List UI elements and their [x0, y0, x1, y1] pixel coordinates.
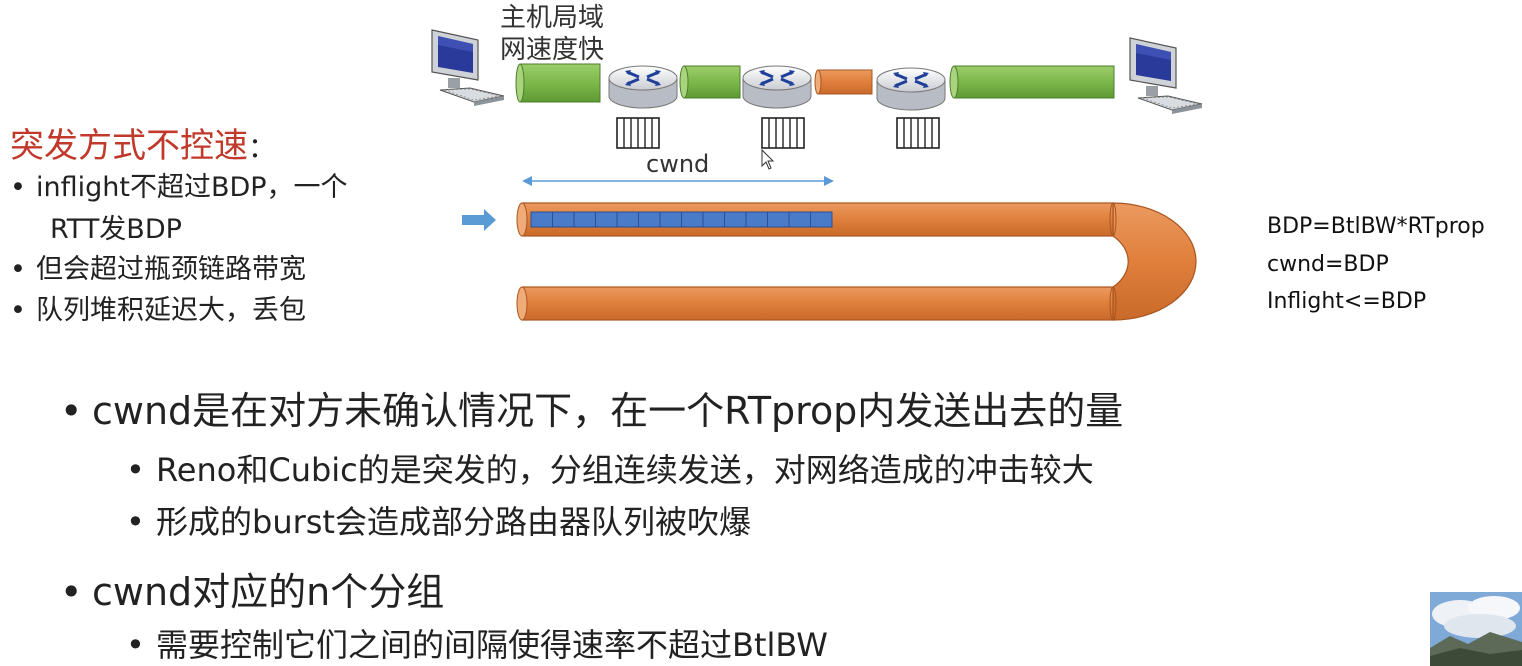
- packet-14: [810, 211, 833, 228]
- left-bullet-3: • 队列堆积延迟大，丢包: [10, 293, 306, 329]
- left-bullet-2: • 但会超过瓶颈链路带宽: [10, 252, 306, 288]
- queue-buffer-icon-2: [761, 117, 805, 149]
- host-label-line-1: 主机局域: [500, 3, 605, 33]
- formula-cwnd: cwnd=BDP: [1267, 252, 1389, 277]
- router-icon-3: [875, 66, 947, 112]
- cwnd-span-arrow: [522, 176, 834, 186]
- left-title-text: 突发方式不控速: [10, 126, 248, 166]
- left-bullet-2-text: 但会超过瓶颈链路带宽: [36, 254, 306, 285]
- packet-11: [745, 211, 768, 228]
- link-green-2: [679, 65, 741, 99]
- pipe-lower: [516, 286, 1117, 321]
- packet-6: [638, 211, 661, 228]
- router-icon-2: [741, 64, 813, 110]
- packet-13: [788, 211, 811, 228]
- network-diagram: [431, 29, 1203, 321]
- bullet-dot: •: [60, 389, 83, 433]
- link-green-3: [949, 65, 1115, 99]
- host-label-line-2: 网速度快: [500, 35, 605, 65]
- router-icon-1: [607, 64, 679, 110]
- left-title-colon: ：: [248, 131, 277, 164]
- main-point-2: •cwnd对应的n个分组: [60, 561, 444, 616]
- presenter-thumbnail: [1430, 592, 1522, 666]
- host-lan-label: 主机局域 网速度快: [500, 2, 604, 66]
- sub-point-1-2: • 形成的burst会造成部分路由器队列被吹爆: [126, 497, 751, 543]
- sub-point-1-1: • Reno和Cubic的是突发的，分组连续发送，对网络造成的冲击较大: [126, 445, 1094, 491]
- packet-7: [659, 211, 682, 228]
- left-bullet-1-line-1: inflight不超过BDP，一个: [36, 172, 348, 203]
- sub-point-1-2-text: 形成的burst会造成部分路由器队列被吹爆: [156, 503, 751, 541]
- cursor-icon: [761, 148, 775, 170]
- bullet-dot: •: [60, 570, 83, 614]
- packet-4: [595, 211, 618, 228]
- formula-inflight: Inflight<=BDP: [1267, 289, 1427, 314]
- computer-icon-left: [431, 29, 505, 107]
- left-bullet-1: • inflight不超过BDP，一个: [10, 170, 348, 206]
- queue-buffer-icon-3: [896, 117, 940, 149]
- arrow-icon: [462, 209, 496, 231]
- packet-5: [616, 211, 639, 228]
- bullet-dot: •: [126, 451, 145, 489]
- left-panel-title: 突发方式不控速：: [10, 118, 276, 167]
- cwnd-label: cwnd: [646, 150, 710, 178]
- packet-12: [767, 211, 790, 228]
- formula-bdp: BDP=BtlBW*RTprop: [1267, 214, 1485, 239]
- bullet-dot: •: [126, 626, 145, 664]
- link-orange-bottleneck: [814, 69, 873, 95]
- left-bullet-1-cont: RTT发BDP: [50, 214, 182, 245]
- link-green-1: [515, 63, 601, 103]
- bullet-dot: •: [10, 295, 26, 326]
- packet-group: [530, 211, 833, 228]
- main-point-2-text: cwnd对应的n个分组: [92, 570, 445, 614]
- packet-8: [681, 211, 704, 228]
- packet-1: [530, 211, 553, 228]
- packet-9: [702, 211, 725, 228]
- queue-buffer-icon-1: [616, 117, 660, 149]
- bullet-dot: •: [10, 254, 26, 285]
- sub-point-2-1-text: 需要控制它们之间的间隔使得速率不超过BtlBW: [156, 626, 828, 664]
- packet-10: [724, 211, 747, 228]
- bullet-dot: •: [126, 503, 145, 541]
- bullet-dot: •: [10, 172, 26, 203]
- sub-point-1-1-text: Reno和Cubic的是突发的，分组连续发送，对网络造成的冲击较大: [156, 451, 1094, 489]
- packet-3: [573, 211, 596, 228]
- left-bullet-3-text: 队列堆积延迟大，丢包: [36, 295, 306, 326]
- main-point-1-text: cwnd是在对方未确认情况下，在一个RTprop内发送出去的量: [92, 389, 1124, 433]
- computer-icon-right: [1129, 37, 1203, 115]
- pipe-bend: [1112, 202, 1197, 321]
- landscape-thumbnail-image: [1430, 592, 1522, 666]
- sub-point-2-1: • 需要控制它们之间的间隔使得速率不超过BtlBW: [126, 620, 828, 666]
- main-point-1: •cwnd是在对方未确认情况下，在一个RTprop内发送出去的量: [60, 380, 1123, 435]
- packet-2: [552, 211, 575, 228]
